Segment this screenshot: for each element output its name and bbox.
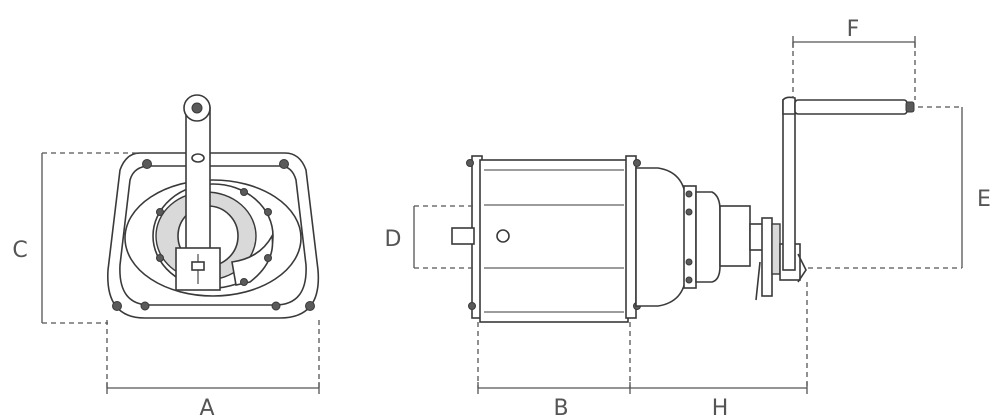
shaft-stub: [451, 227, 475, 245]
bolt: [633, 159, 641, 167]
brake-disk: [771, 223, 781, 275]
front-housing-ring: [124, 179, 302, 297]
front-crank-arm: [185, 107, 211, 259]
label-a: A: [199, 396, 214, 420]
front-crank-slot: [191, 153, 205, 163]
label-h: H: [712, 396, 729, 420]
label-d: D: [385, 227, 402, 252]
front-view: [107, 94, 320, 319]
side-dimensions: [413, 36, 963, 394]
dimension-labels: A B C D E F H: [12, 17, 991, 420]
label-e: E: [977, 187, 991, 212]
drum-frame: [479, 159, 629, 323]
side-crank-top: [782, 96, 796, 115]
bolt: [264, 254, 272, 262]
reducer-neck: [719, 205, 751, 267]
bolt: [112, 301, 122, 311]
drum-hole: [496, 229, 510, 243]
bolt: [305, 301, 315, 311]
front-dimensions: [41, 152, 320, 394]
bolt: [140, 301, 150, 311]
bolt: [240, 278, 248, 286]
gearbox-housing: [635, 167, 687, 307]
bolt: [142, 159, 152, 169]
brake-disk: [761, 217, 773, 297]
bolt: [240, 188, 248, 196]
bolt: [468, 302, 476, 310]
brake-lever: [755, 253, 807, 301]
bolt: [685, 208, 693, 216]
bolt: [466, 159, 474, 167]
label-c: C: [12, 238, 27, 263]
bolt: [685, 276, 693, 284]
reducer-body: [695, 191, 721, 283]
side-crank-arm: [782, 99, 796, 271]
bolt: [685, 258, 693, 266]
front-gear-key: [191, 261, 205, 271]
bolt: [156, 254, 164, 262]
bolt: [279, 159, 289, 169]
bolt: [156, 208, 164, 216]
bolt: [271, 301, 281, 311]
crank-handle-tip: [905, 101, 915, 113]
right-flange: [625, 155, 637, 319]
crank-handle: [794, 99, 908, 115]
label-f: F: [847, 17, 860, 42]
bolt: [264, 208, 272, 216]
front-pawl: [231, 233, 274, 286]
front-crank-pivot-hole: [191, 102, 203, 114]
bolt: [685, 190, 693, 198]
gearbox-collar: [683, 185, 697, 289]
label-b: B: [553, 396, 568, 420]
side-view: [451, 96, 915, 323]
